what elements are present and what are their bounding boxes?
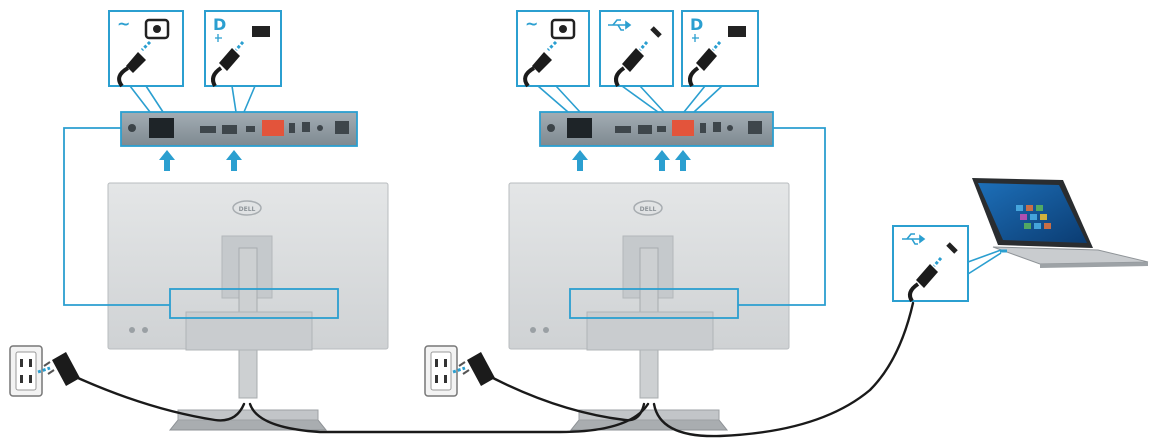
callout-ac-power: ~ — [516, 10, 590, 88]
connection-line — [621, 85, 665, 113]
monitor-logo — [633, 200, 663, 216]
ac-power-port — [567, 118, 592, 138]
power-button-icon — [543, 327, 549, 333]
connection-line — [63, 127, 170, 306]
port-panel — [120, 111, 358, 147]
joystick-icon — [129, 327, 135, 333]
wall-outlet-2 — [424, 345, 495, 397]
callout-usb — [599, 10, 674, 88]
callout-displayport: D — [681, 10, 759, 88]
joystick-icon — [530, 327, 536, 333]
laptop-screen — [978, 183, 1087, 243]
connection-line — [738, 127, 826, 306]
arrow-up-icon — [572, 150, 691, 171]
wall-outlet-1 — [9, 345, 80, 397]
stand-base-top — [177, 409, 319, 421]
ac-power-port — [149, 118, 174, 138]
power-button-icon — [142, 327, 148, 333]
power-plug — [52, 352, 80, 386]
monitor-logo-text: DELL — [239, 206, 256, 213]
stand-base — [168, 419, 328, 431]
connection-line — [967, 249, 1002, 275]
displayport-icon: D — [690, 15, 703, 34]
connection-line — [537, 85, 581, 113]
ac-power-icon: ~ — [525, 14, 538, 33]
laptop — [972, 178, 1149, 268]
callout-displayport: D — [204, 10, 282, 88]
windows-tiles — [1016, 205, 1051, 229]
monitor-logo-text: DELL — [640, 206, 657, 213]
ac-power-icon: ~ — [117, 14, 130, 33]
laptop-base — [992, 246, 1149, 265]
monitor-2: DELL ~ — [508, 10, 826, 431]
port-panel — [539, 111, 774, 147]
usb-icon — [902, 233, 926, 245]
stand-base-top — [578, 409, 720, 421]
power-plug — [467, 352, 495, 386]
usb-downstream-ports — [672, 120, 694, 136]
usb-downstream-ports — [262, 120, 284, 136]
displayport-icon: D — [213, 15, 226, 34]
monitor-logo — [232, 200, 262, 216]
stand-base — [569, 419, 729, 431]
callout-laptop-usb — [892, 225, 969, 303]
port-area-highlight — [169, 288, 339, 319]
laptop-base-edge — [1040, 262, 1148, 268]
monitor-1: DELL — [63, 10, 389, 431]
arrow-up-icon — [159, 150, 242, 171]
callout-ac-power: ~ — [108, 10, 184, 88]
port-area-highlight — [569, 288, 739, 319]
cables — [76, 301, 915, 438]
connection-line — [231, 85, 256, 113]
usb-icon — [608, 19, 632, 31]
connection-line — [683, 85, 723, 113]
connection-line — [129, 85, 164, 113]
